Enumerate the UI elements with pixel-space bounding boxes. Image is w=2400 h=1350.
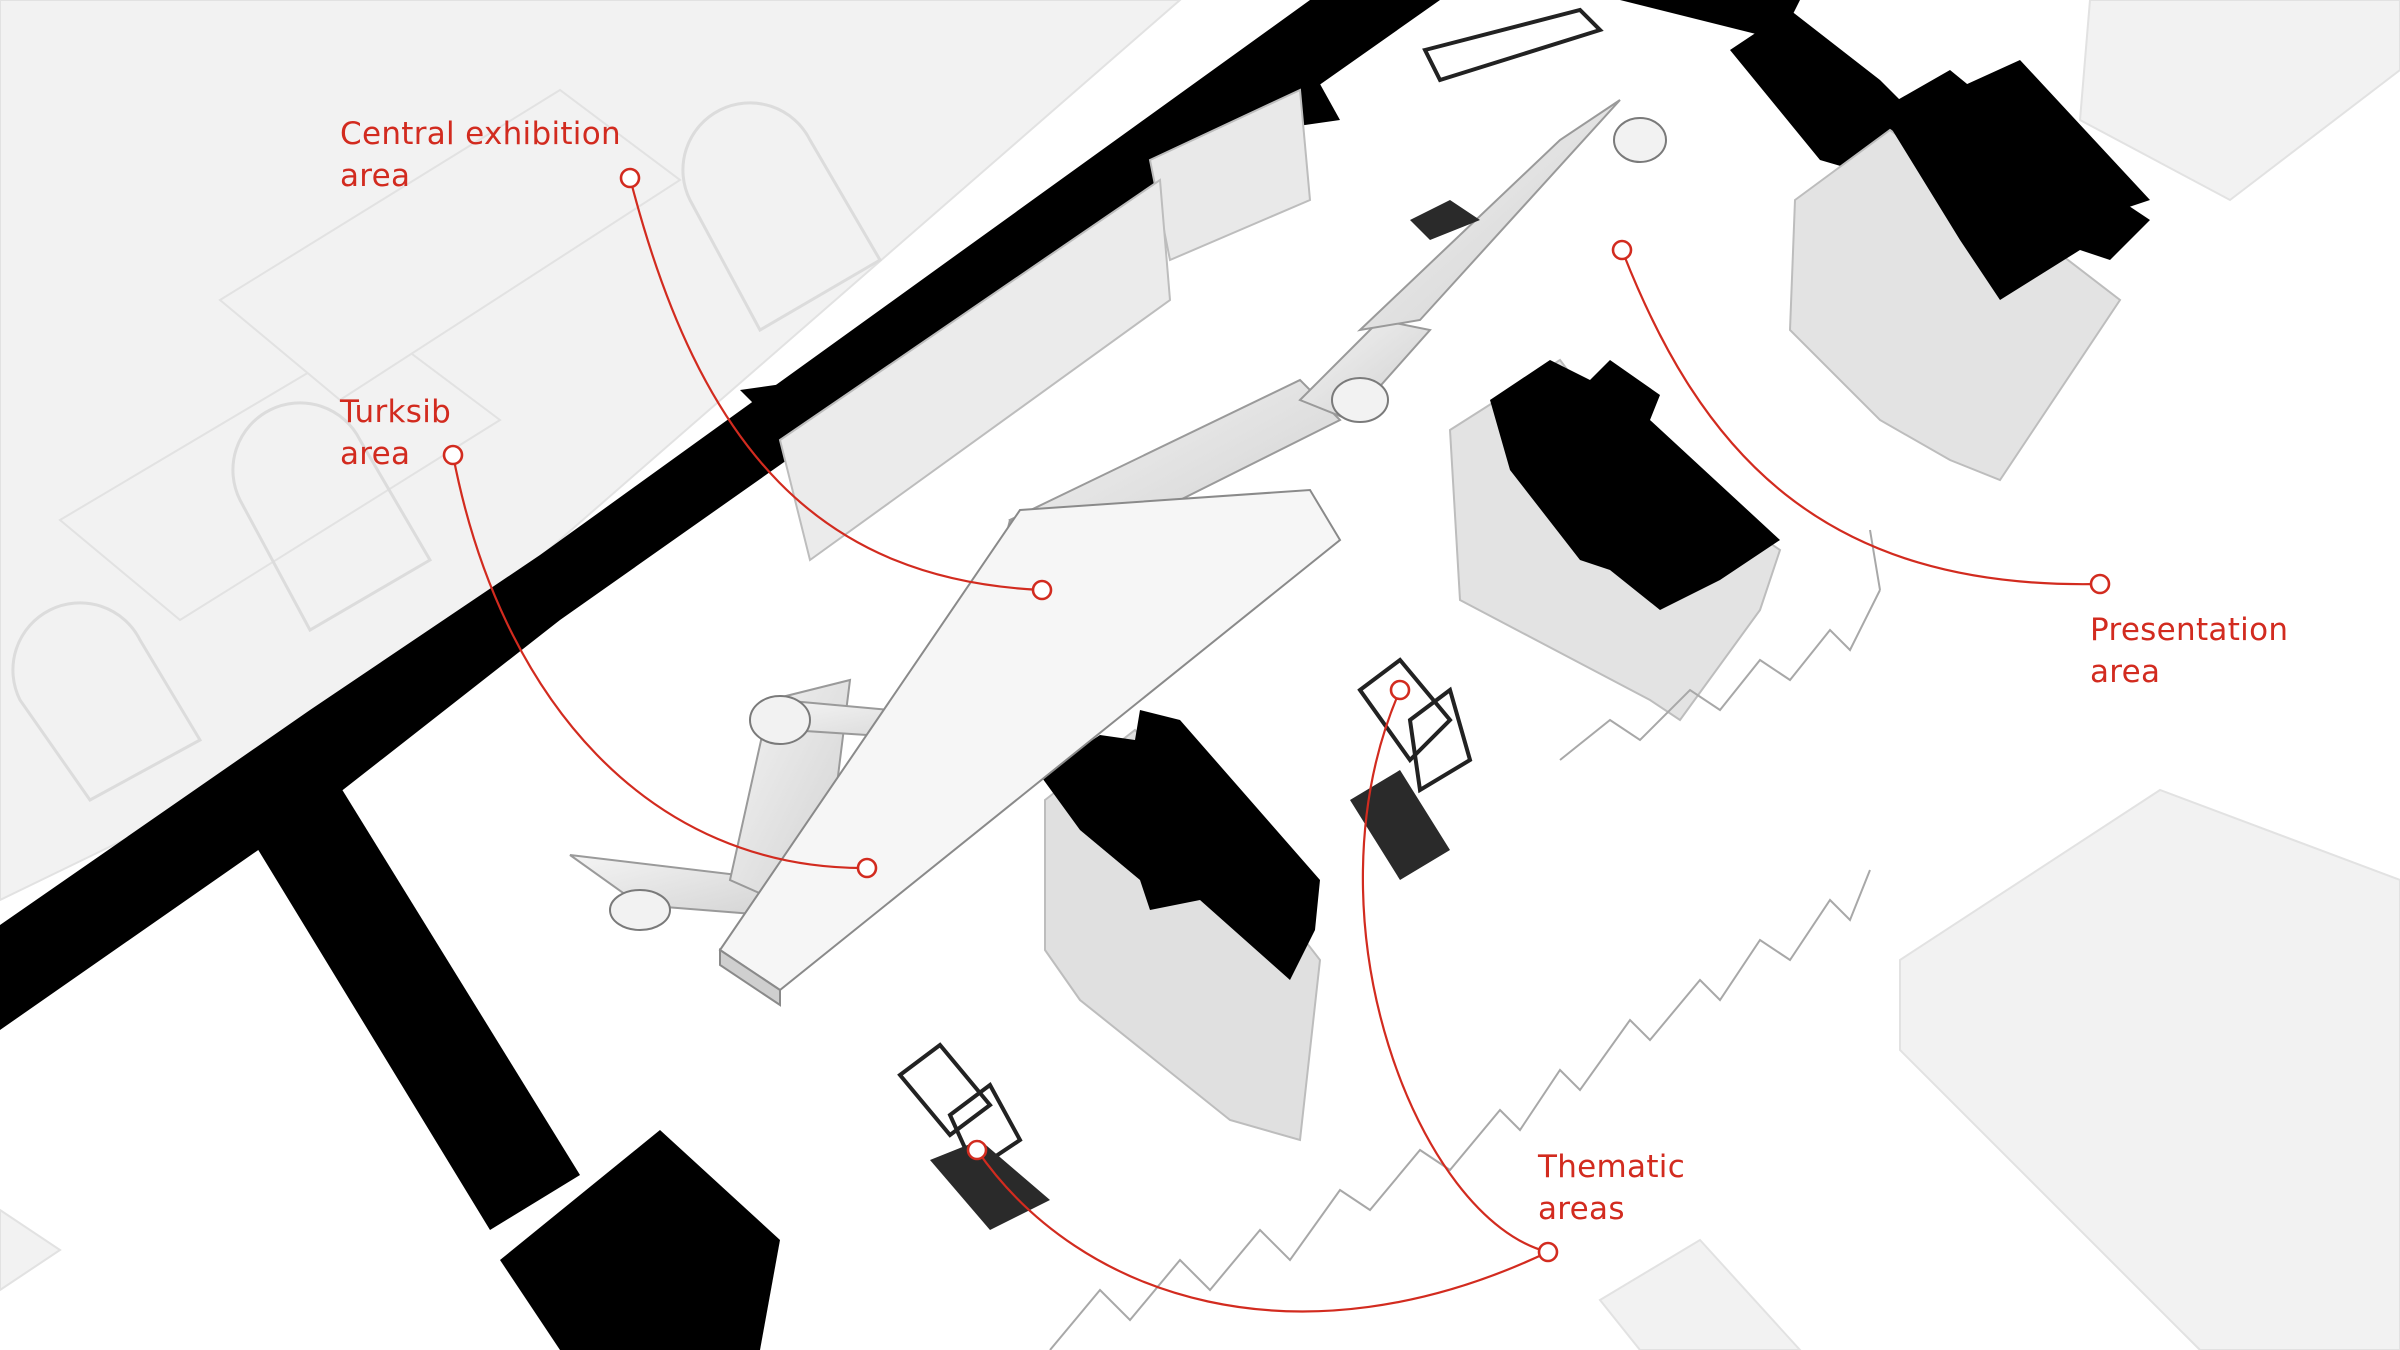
presentation-label: Presentation area <box>2090 609 2288 693</box>
central-exhibition-label-line1: Central exhibition <box>340 116 621 152</box>
folding-partition <box>1049 529 1881 1350</box>
presentation-label-line1: Presentation <box>2090 612 2289 648</box>
thematic-label-line1: Thematic <box>1538 1149 1686 1185</box>
thematic-label-line2: areas <box>1538 1191 1625 1227</box>
turksib-label-line2: area <box>340 436 411 472</box>
column-tops <box>1040 70 2150 980</box>
turksib-label-line1: Turksib <box>340 394 452 430</box>
presentation-label-line2: area <box>2090 654 2161 690</box>
turksib-label: Turksib area <box>340 391 451 475</box>
central-exhibition-label-line2: area <box>340 158 411 194</box>
annotation-leaders <box>451 177 2101 1313</box>
stand-bases <box>930 200 1480 1230</box>
central-exhibition-label: Central exhibition area <box>340 113 621 197</box>
annotation-markers <box>442 167 2111 1263</box>
thematic-label: Thematic areas <box>1538 1146 1685 1230</box>
context-windows <box>11 101 883 802</box>
